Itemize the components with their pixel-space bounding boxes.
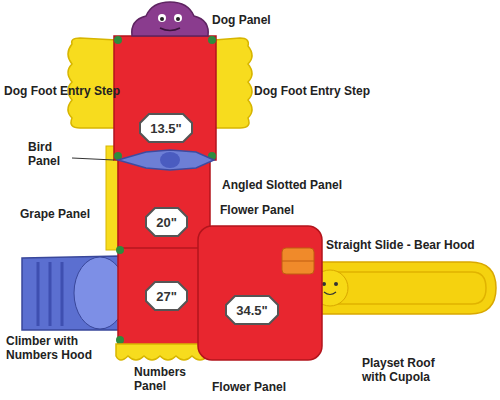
deck-height-octagon: 20": [145, 207, 188, 237]
deck-height-octagon: 34.5": [225, 295, 279, 325]
climber: [22, 256, 126, 330]
deck-height-octagon: 13.5": [139, 113, 193, 143]
part-label: Playset Roof with Cupola: [362, 356, 458, 384]
part-label: Angled Slotted Panel: [222, 178, 342, 192]
deck-height: 34.5": [236, 303, 267, 318]
part-label: Grape Panel: [20, 207, 90, 221]
deck-height: 20": [156, 215, 177, 230]
part-label: Flower Panel: [212, 380, 286, 394]
deck-height: 13.5": [150, 121, 181, 136]
part-label: Dog Foot Entry Step: [254, 84, 370, 98]
part-label: Climber with Numbers Hood: [6, 334, 98, 362]
deck-height: 27": [156, 289, 177, 304]
numbers-panel: [116, 344, 208, 360]
part-label: Dog Foot Entry Step: [4, 84, 120, 98]
deck-height-octagon: 27": [145, 281, 188, 311]
angled-slotted-panel: [106, 146, 118, 250]
part-label: Straight Slide - Bear Hood: [326, 238, 475, 252]
part-label: Bird Panel: [28, 140, 72, 168]
straight-slide: [300, 262, 496, 314]
dog-panel: [132, 2, 208, 36]
bird-panel: [72, 150, 214, 170]
part-label: Flower Panel: [220, 203, 294, 217]
part-label: Numbers Panel: [134, 365, 194, 393]
part-label: Dog Panel: [212, 13, 271, 27]
playset-roof: [198, 226, 322, 360]
